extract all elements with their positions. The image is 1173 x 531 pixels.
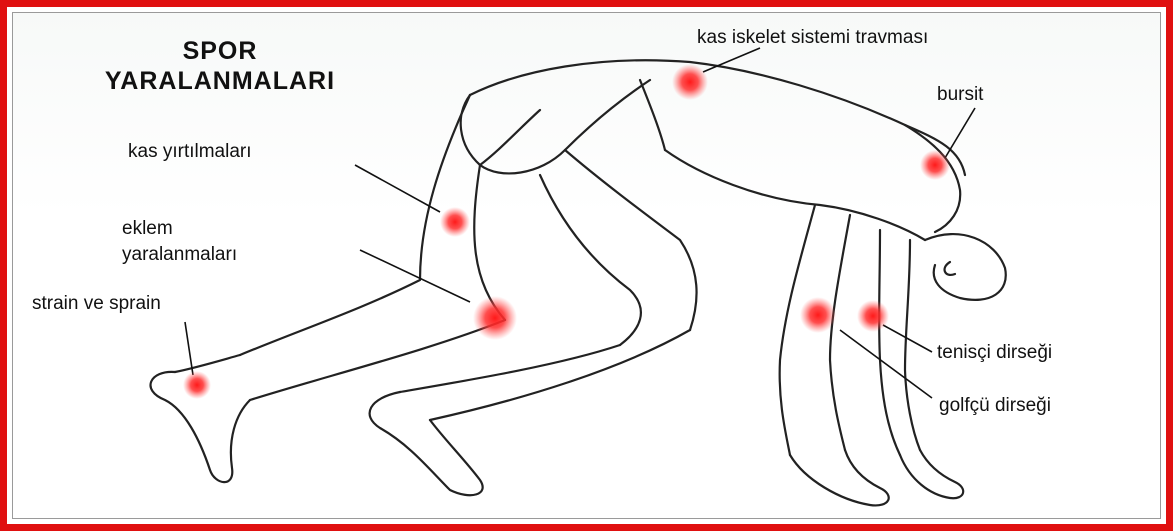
hotspot-golf-elbow <box>800 297 836 333</box>
hotspot-joint-injuries <box>473 296 517 340</box>
hip-outline <box>461 80 650 173</box>
title-line-1: SPOR <box>55 36 385 66</box>
label-strain-sprain: strain ve sprain <box>32 293 161 315</box>
label-joint-injuries: eklem yaralanmaları <box>122 216 237 268</box>
hotspot-tennis-elbow <box>857 300 889 332</box>
label-golf-elbow: golfçü dirseği <box>939 395 1051 417</box>
leader-golf-elbow <box>840 330 932 398</box>
ear <box>945 262 955 275</box>
leader-strain-sprain <box>185 322 193 375</box>
arm-right-outer <box>879 230 900 455</box>
front-thigh-inner <box>565 150 697 330</box>
hotspot-muscle-tears <box>440 207 470 237</box>
front-shin <box>400 345 620 392</box>
back-outline <box>470 60 965 175</box>
belly-outline <box>665 150 925 240</box>
rear-calf <box>175 355 240 372</box>
label-musculoskeletal: kas iskelet sistemi travması <box>697 27 928 49</box>
title-line-2: YARALANMALARI <box>55 66 385 96</box>
hotspot-musculoskeletal <box>672 64 708 100</box>
shorts-line <box>480 110 540 165</box>
leader-muscle-tears <box>355 165 440 212</box>
front-shin-inner <box>430 330 690 420</box>
front-thigh <box>540 175 641 345</box>
hotspot-strain-sprain <box>183 371 211 399</box>
arm-left-inner <box>830 215 850 450</box>
label-muscle-tears: kas yırtılmaları <box>128 141 252 163</box>
hand-right <box>900 450 963 498</box>
leader-bursitis <box>945 108 975 158</box>
rear-thigh-top <box>240 95 470 355</box>
head-outline <box>925 234 1006 300</box>
label-tennis-elbow: tenisçi dirseği <box>937 342 1052 364</box>
label-joint-injuries-line-1: eklem <box>122 216 237 242</box>
label-bursitis: bursit <box>937 84 983 106</box>
leader-joint-injuries <box>360 250 470 302</box>
hip-crease <box>640 80 665 150</box>
leader-tennis-elbow <box>883 325 932 352</box>
front-foot <box>370 392 483 495</box>
hand-left <box>790 450 889 505</box>
label-joint-injuries-line-2: yaralanmaları <box>122 242 237 268</box>
hotspot-bursitis <box>920 150 950 180</box>
diagram-title: SPOR YARALANMALARI <box>55 36 385 96</box>
rear-thigh-bottom <box>250 165 505 400</box>
